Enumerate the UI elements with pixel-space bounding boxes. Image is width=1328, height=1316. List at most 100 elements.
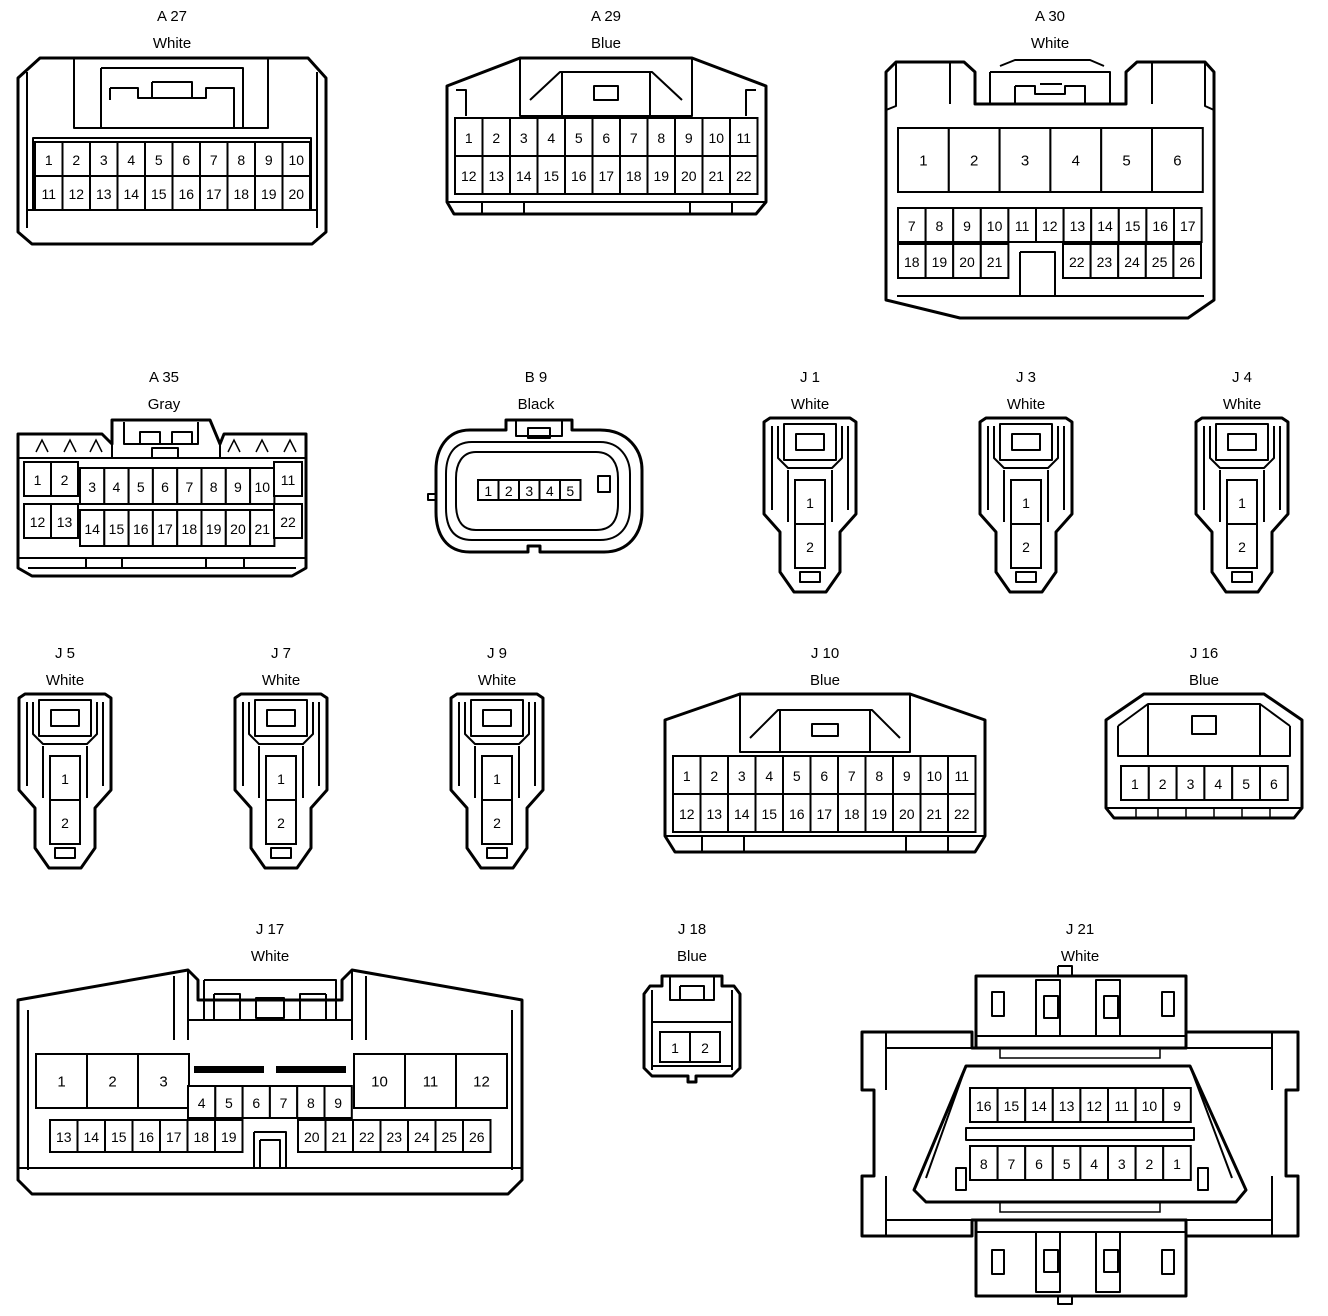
pin-number: 4 bbox=[113, 479, 121, 495]
pin-number: 15 bbox=[761, 806, 777, 822]
pin-box bbox=[404, 1053, 457, 1109]
pin-number: 1 bbox=[465, 130, 473, 146]
pin-number: 5 bbox=[1122, 153, 1130, 170]
pin-cell: 9 bbox=[224, 467, 252, 505]
pin-number: 21 bbox=[331, 1129, 347, 1145]
pin-cell: 7 bbox=[199, 141, 229, 177]
pin-number: 19 bbox=[221, 1129, 237, 1145]
pin-cell: 3 bbox=[89, 141, 119, 177]
pin-cell: 16 bbox=[969, 1087, 999, 1123]
pin-cell: 1 bbox=[1162, 1145, 1192, 1181]
pin-box bbox=[50, 503, 79, 539]
pin-number: 1 bbox=[671, 1040, 679, 1056]
pin-number: 17 bbox=[166, 1129, 182, 1145]
pin-cell: 20 bbox=[674, 155, 704, 195]
connector-id: J 18 bbox=[678, 921, 706, 938]
pin-box bbox=[89, 175, 119, 211]
pin-number: 12 bbox=[30, 514, 46, 530]
pin-number: 25 bbox=[441, 1129, 457, 1145]
connector-id: J 16 bbox=[1190, 645, 1218, 662]
pin-box bbox=[1100, 127, 1153, 193]
pin-cell: 8 bbox=[296, 1085, 326, 1119]
pin-box bbox=[619, 155, 649, 195]
pin-cell: 11 bbox=[404, 1053, 457, 1109]
pin-number: 18 bbox=[182, 521, 198, 537]
pin-cell: 6 bbox=[1151, 127, 1204, 193]
pin-number: 2 bbox=[492, 130, 500, 146]
pin-box bbox=[536, 155, 566, 195]
pin-number: 8 bbox=[875, 768, 883, 784]
pin-number: 8 bbox=[307, 1095, 315, 1111]
pin-number: 8 bbox=[657, 130, 665, 146]
connector-housing bbox=[233, 692, 329, 870]
pin-number: 12 bbox=[68, 186, 84, 202]
connector-housing bbox=[434, 418, 644, 554]
pin-box bbox=[837, 793, 867, 833]
pin-cell: 9 bbox=[323, 1085, 353, 1119]
pin-box bbox=[674, 155, 704, 195]
pin-box bbox=[1162, 1145, 1192, 1181]
pin-number: 15 bbox=[111, 1129, 127, 1145]
pin-number: 1 bbox=[919, 153, 927, 170]
pin-box bbox=[809, 755, 839, 795]
pin-number: 2 bbox=[72, 152, 80, 168]
pin-number: 15 bbox=[109, 521, 125, 537]
pin-number: 16 bbox=[976, 1098, 992, 1114]
pin-number: 9 bbox=[685, 130, 693, 146]
pin-cell: 3 bbox=[137, 1053, 190, 1109]
pin-cell: 5 bbox=[1051, 1145, 1082, 1181]
pin-number: 15 bbox=[543, 168, 559, 184]
pin-number: 1 bbox=[45, 152, 53, 168]
pin-number: 17 bbox=[598, 168, 614, 184]
pin-cell: 2 bbox=[61, 141, 91, 177]
pin-number: 3 bbox=[520, 130, 528, 146]
pin-box bbox=[281, 141, 311, 177]
pin-box bbox=[1226, 523, 1258, 569]
pin-box bbox=[273, 503, 303, 539]
pin-number: 3 bbox=[1021, 153, 1029, 170]
pin-box bbox=[137, 1053, 190, 1109]
pin-cell: 22 bbox=[352, 1119, 382, 1153]
pin-cell: 17 bbox=[151, 509, 179, 547]
pin-box bbox=[1144, 243, 1175, 279]
pin-cell: 3 bbox=[727, 755, 757, 795]
pin-box bbox=[265, 755, 297, 801]
pin-box bbox=[171, 175, 201, 211]
pin-cell: 9 bbox=[254, 141, 284, 177]
pin-cell: 4 bbox=[754, 755, 784, 795]
pin-box bbox=[23, 461, 52, 497]
pin-cell: 1 bbox=[659, 1031, 691, 1063]
pin-number: 18 bbox=[233, 186, 249, 202]
pin-cell: 8 bbox=[969, 1145, 999, 1181]
pin-box bbox=[273, 461, 303, 497]
pin-number: 18 bbox=[844, 806, 860, 822]
connector-color: Blue bbox=[591, 35, 621, 52]
pin-cell: 10 bbox=[281, 141, 311, 177]
pin-number: 12 bbox=[679, 806, 695, 822]
pin-number: 17 bbox=[816, 806, 832, 822]
pin-cell: 3 bbox=[518, 479, 541, 501]
pin-number: 25 bbox=[1152, 254, 1168, 270]
pin-cell: 6 bbox=[241, 1085, 271, 1119]
pin-number: 4 bbox=[546, 483, 554, 499]
pin-cell: 7 bbox=[996, 1145, 1027, 1181]
connector-color: Blue bbox=[677, 948, 707, 965]
pin-cell: 17 bbox=[1173, 207, 1203, 243]
pin-cell: 2 bbox=[794, 523, 826, 569]
pin-number: 6 bbox=[182, 152, 190, 168]
pin-number: 2 bbox=[970, 153, 978, 170]
pin-cell: 5 bbox=[214, 1085, 244, 1119]
pin-box bbox=[1007, 207, 1038, 243]
connector-id: A 27 bbox=[157, 8, 187, 25]
pin-number: 14 bbox=[1031, 1098, 1047, 1114]
pin-cell: 7 bbox=[897, 207, 927, 243]
pin-number: 26 bbox=[1179, 254, 1195, 270]
pin-number: 10 bbox=[987, 218, 1003, 234]
